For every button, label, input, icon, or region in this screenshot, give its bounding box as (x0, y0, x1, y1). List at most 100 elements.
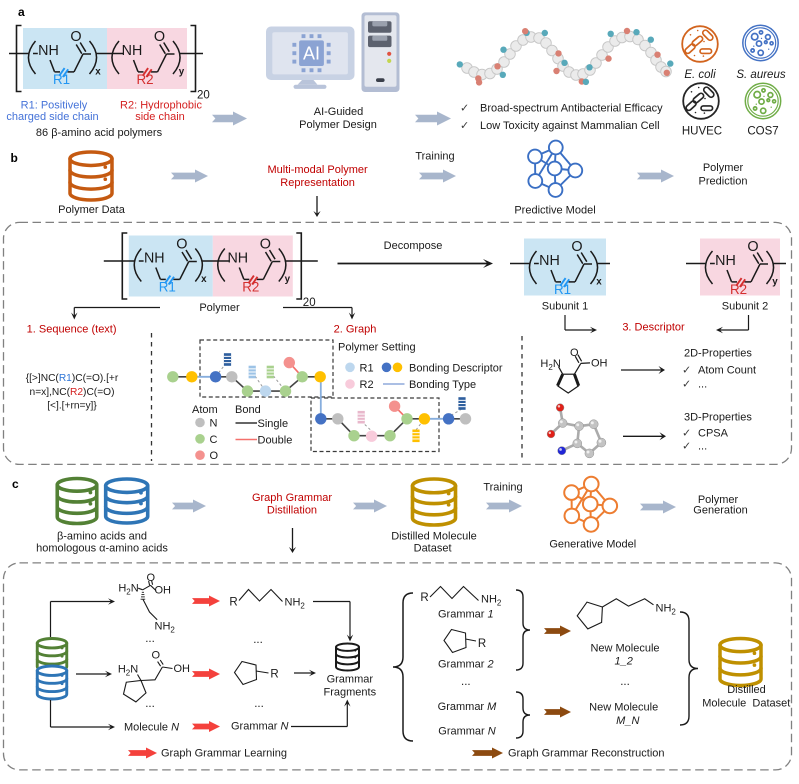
svg-text:Low Toxicity against Mammalian: Low Toxicity against Mammalian Cell (480, 120, 660, 132)
svg-text:...: ... (145, 698, 155, 710)
svg-text:OH: OH (591, 358, 608, 370)
svg-text:NH: NH (539, 253, 560, 269)
svg-text:side chain: side chain (135, 111, 185, 123)
svg-text:Grammar 2: Grammar 2 (438, 659, 494, 671)
svg-text:Molecule N: Molecule N (124, 722, 179, 734)
svg-text:R2: R2 (242, 279, 259, 294)
svg-text:Polymer: Polymer (703, 162, 744, 174)
svg-text:O: O (176, 237, 187, 253)
svg-text:Training: Training (415, 151, 454, 163)
svg-text:NH: NH (38, 43, 59, 59)
svg-text:New Molecule: New Molecule (590, 643, 659, 655)
svg-text:...: ... (461, 676, 471, 688)
svg-text:M_N: M_N (616, 715, 639, 727)
svg-text:Fragments: Fragments (324, 687, 377, 699)
svg-text:AI: AI (303, 44, 320, 64)
svg-text:H2N: H2N (540, 358, 560, 372)
svg-text:R: R (270, 669, 278, 681)
svg-text:Graph Grammar Reconstruction: Graph Grammar Reconstruction (508, 748, 665, 760)
svg-text:R1: Positively: R1: Positively (21, 99, 88, 111)
svg-text:OH: OH (155, 585, 172, 597)
svg-text:y: y (285, 274, 291, 285)
svg-text:Graph Grammar Learning: Graph Grammar Learning (161, 748, 287, 760)
svg-text:Distilled Molecule: Distilled Molecule (391, 531, 477, 543)
svg-text:Grammar M: Grammar M (438, 701, 498, 713)
svg-text:R1: R1 (53, 72, 70, 87)
svg-text:Multi-modal Polymer: Multi-modal Polymer (267, 164, 368, 176)
svg-text:Predictive Model: Predictive Model (514, 205, 595, 217)
svg-text:1. Sequence (text): 1. Sequence (text) (27, 323, 117, 335)
svg-text:a: a (18, 5, 25, 19)
svg-text:Grammar N: Grammar N (438, 726, 496, 738)
svg-text:Training: Training (483, 482, 522, 494)
svg-text:x: x (201, 274, 207, 285)
svg-text:Distillation: Distillation (267, 505, 317, 517)
svg-text:[<].[+rn=y]}: [<].[+rn=y]} (47, 401, 97, 412)
svg-text:O: O (70, 29, 81, 45)
svg-text:H2N: H2N (118, 664, 138, 678)
svg-text:...: ... (254, 698, 264, 710)
svg-text:✓: ✓ (682, 379, 691, 391)
svg-text:Subunit 1: Subunit 1 (542, 301, 588, 313)
svg-text:R: R (478, 638, 486, 650)
svg-text:Prediction: Prediction (699, 176, 748, 188)
svg-text:Bonding Descriptor: Bonding Descriptor (409, 362, 503, 374)
svg-text:Generative Model: Generative Model (549, 539, 636, 551)
svg-text:NH: NH (715, 253, 736, 269)
svg-text:2. Graph: 2. Graph (334, 323, 377, 335)
svg-text:Decompose: Decompose (384, 240, 443, 252)
svg-text:Polymer: Polymer (698, 494, 739, 506)
svg-text:x: x (95, 67, 101, 78)
svg-text:{[>]NC(R1)C(=O).[+r: {[>]NC(R1)C(=O).[+r (26, 373, 119, 384)
svg-text:NH2: NH2 (656, 602, 677, 616)
svg-text:Molecule Dataset: Molecule Dataset (702, 697, 790, 709)
svg-text:O: O (260, 237, 271, 253)
svg-text:Subunit 2: Subunit 2 (722, 301, 768, 313)
svg-text:Bonding Type: Bonding Type (409, 379, 476, 391)
svg-text:c: c (12, 477, 19, 491)
svg-text:O: O (747, 239, 758, 255)
svg-text:O: O (147, 572, 156, 584)
svg-text:Dataset: Dataset (414, 543, 452, 555)
svg-text:R2: R2 (730, 282, 747, 297)
svg-text:b: b (11, 151, 18, 165)
svg-text:Graph Grammar: Graph Grammar (252, 492, 332, 504)
svg-text:S. aureus: S. aureus (736, 69, 785, 81)
svg-text:homologous α-amino acids: homologous α-amino acids (36, 543, 168, 555)
svg-text:COS7: COS7 (747, 126, 778, 138)
svg-text:R1: R1 (159, 279, 176, 294)
svg-text:New Molecule: New Molecule (589, 702, 658, 714)
svg-text:3D-Properties: 3D-Properties (684, 412, 752, 424)
svg-text:NH2: NH2 (155, 621, 176, 635)
svg-text:...: ... (253, 634, 263, 646)
svg-text:NH: NH (122, 43, 143, 59)
svg-text:Double: Double (258, 434, 293, 446)
svg-text:R2: Hydrophobic: R2: Hydrophobic (120, 99, 202, 111)
svg-text:✓: ✓ (682, 441, 691, 453)
svg-text:20: 20 (197, 90, 210, 102)
svg-text:20: 20 (303, 297, 316, 309)
svg-text:86 β-amino acid polymers: 86 β-amino acid polymers (36, 127, 163, 139)
svg-text:n=x],NC(R2)C(=O): n=x],NC(R2)C(=O) (30, 387, 115, 398)
svg-text:Atom Count: Atom Count (698, 365, 756, 377)
svg-text:NH: NH (227, 251, 248, 267)
svg-text:Bond: Bond (235, 404, 261, 416)
svg-text:Single: Single (258, 418, 289, 430)
svg-text:Polymer: Polymer (199, 302, 240, 314)
svg-text:1_2: 1_2 (615, 656, 633, 668)
svg-text:C: C (210, 434, 218, 446)
svg-text:...: ... (145, 633, 155, 645)
svg-text:Grammar N: Grammar N (231, 721, 289, 733)
svg-text:O: O (152, 650, 161, 662)
svg-text:R: R (420, 592, 428, 604)
svg-text:R: R (229, 597, 237, 609)
svg-text:CPSA: CPSA (698, 428, 729, 440)
svg-text:Polymer Setting: Polymer Setting (338, 342, 416, 354)
svg-text:y: y (772, 277, 778, 288)
svg-text:R1: R1 (360, 362, 374, 374)
svg-text:charged side chain: charged side chain (6, 111, 98, 123)
svg-text:O: O (154, 29, 165, 45)
svg-text:y: y (179, 67, 185, 78)
svg-text:✓: ✓ (460, 120, 469, 132)
svg-text:...: ... (698, 441, 707, 453)
